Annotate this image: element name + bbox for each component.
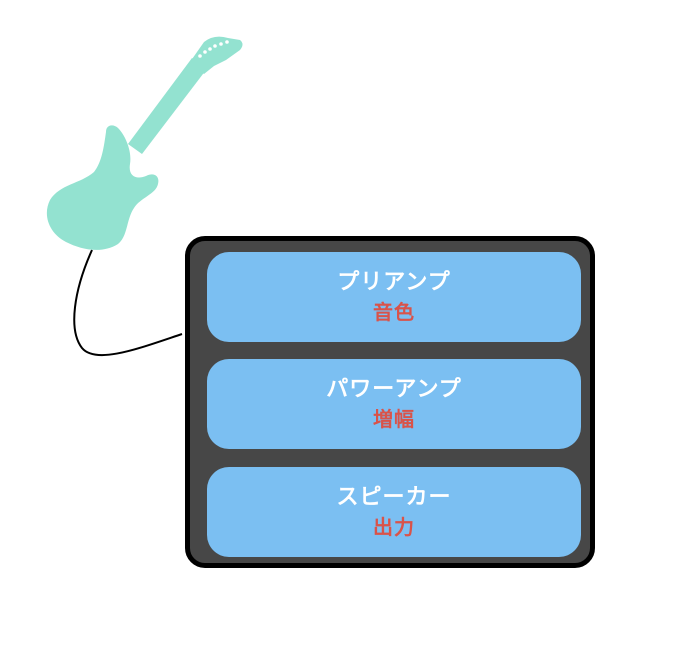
preamp-section: プリアンプ 音色 [207, 252, 581, 342]
power-amp-role: 増幅 [373, 407, 415, 431]
amplifier-case: プリアンプ 音色 パワーアンプ 増幅 スピーカー 出力 [185, 236, 595, 568]
speaker-role: 出力 [373, 515, 415, 539]
speaker-section: スピーカー 出力 [207, 467, 581, 557]
cable [73, 249, 183, 357]
power-amp-label: パワーアンプ [326, 377, 462, 402]
speaker-label: スピーカー [336, 485, 452, 510]
electric-guitar-icon [46, 36, 243, 250]
tuning-pegs [198, 40, 229, 58]
preamp-role: 音色 [373, 300, 415, 324]
preamp-label: プリアンプ [337, 270, 451, 295]
power-amp-section: パワーアンプ 増幅 [207, 359, 581, 449]
